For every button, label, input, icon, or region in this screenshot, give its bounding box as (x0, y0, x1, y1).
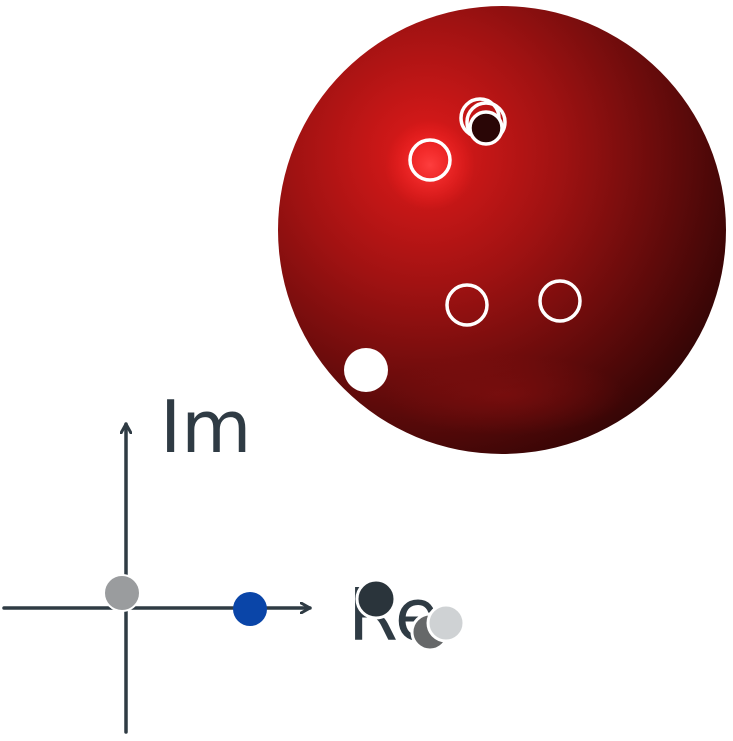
imaginary-axis-label: Im (160, 385, 251, 469)
riemann-sphere (278, 6, 726, 454)
sphere-hotspot (385, 120, 475, 210)
sphere-ring-marker (445, 283, 489, 327)
plane-points (103, 574, 466, 652)
cluster-point-dark (355, 578, 397, 620)
sphere-filled-marker (344, 348, 388, 392)
real-axis-point (233, 592, 267, 626)
sphere-markers (408, 97, 582, 327)
sphere-filled-dark-marker (468, 110, 504, 146)
origin-point (103, 574, 141, 612)
sphere-ring-marker (408, 138, 452, 182)
complex-axes (2, 422, 312, 734)
sphere-bottom-glow (385, 355, 625, 435)
sphere-ring-marker (538, 279, 582, 323)
cluster-point-light (426, 603, 466, 643)
sphere-body (278, 6, 726, 454)
